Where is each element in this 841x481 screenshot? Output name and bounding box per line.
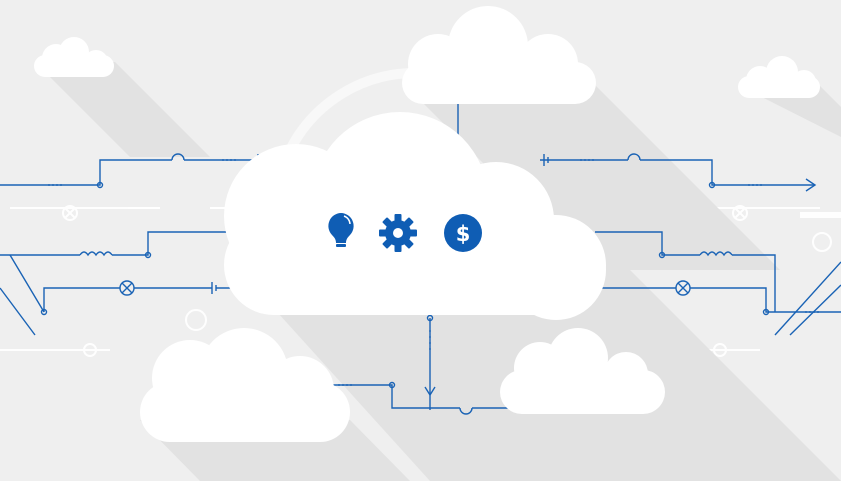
lightbulb-icon: [328, 213, 354, 247]
cloud-top-center: [402, 6, 596, 104]
cloud-bottom-right: [500, 328, 665, 414]
cloud-top-left: [34, 37, 114, 77]
central-icons: $: [328, 213, 482, 252]
dollar-icon: $: [444, 214, 482, 252]
dollar-glyph: $: [456, 222, 471, 246]
gear-icon: [379, 214, 417, 252]
cloud-bottom-left: [140, 328, 350, 442]
cloud-top-right: [738, 56, 820, 98]
